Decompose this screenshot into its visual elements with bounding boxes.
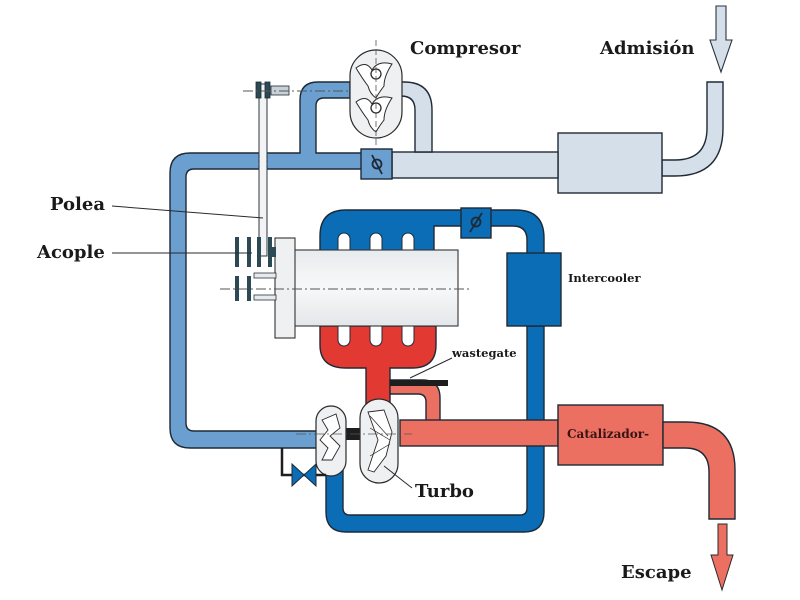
air-filter [557, 132, 663, 194]
wastegate-bypass [389, 379, 448, 423]
intake-cold-pipe [391, 81, 559, 179]
exhaust-arrow-icon [710, 523, 734, 592]
label-catalizador: Catalizador- [567, 427, 649, 441]
intake-inlet-pipe [661, 81, 724, 177]
throttle-valve-lower [460, 207, 492, 239]
label-intercooler: Intercooler [568, 271, 641, 285]
crank-pulley-assembly [235, 237, 277, 301]
supercharger [349, 40, 403, 148]
label-acople: Acople [36, 242, 105, 263]
label-escape: Escape [621, 562, 692, 583]
label-admision: Admisión [599, 38, 695, 59]
turbocharger [296, 398, 412, 484]
engine-block [220, 237, 472, 339]
intercooler [506, 252, 562, 327]
intake-arrow-icon [709, 5, 733, 74]
label-turbo: Turbo [415, 481, 474, 502]
bypass-valve [280, 448, 326, 488]
compressor-pulley [243, 81, 350, 99]
label-polea: Polea [50, 194, 105, 215]
label-wastegate: wastegate [451, 346, 517, 360]
exhaust-tailpipe [662, 421, 736, 520]
throttle-valve-upper [360, 148, 393, 180]
turbo-leader-line [383, 465, 413, 489]
label-compresor: Compresor [410, 38, 521, 59]
wastegate-leader-line [409, 357, 453, 379]
drive-belt [258, 83, 268, 257]
catalytic-converter [557, 404, 664, 466]
polea-leader-line [111, 205, 264, 219]
exhaust-pipe [399, 419, 559, 447]
